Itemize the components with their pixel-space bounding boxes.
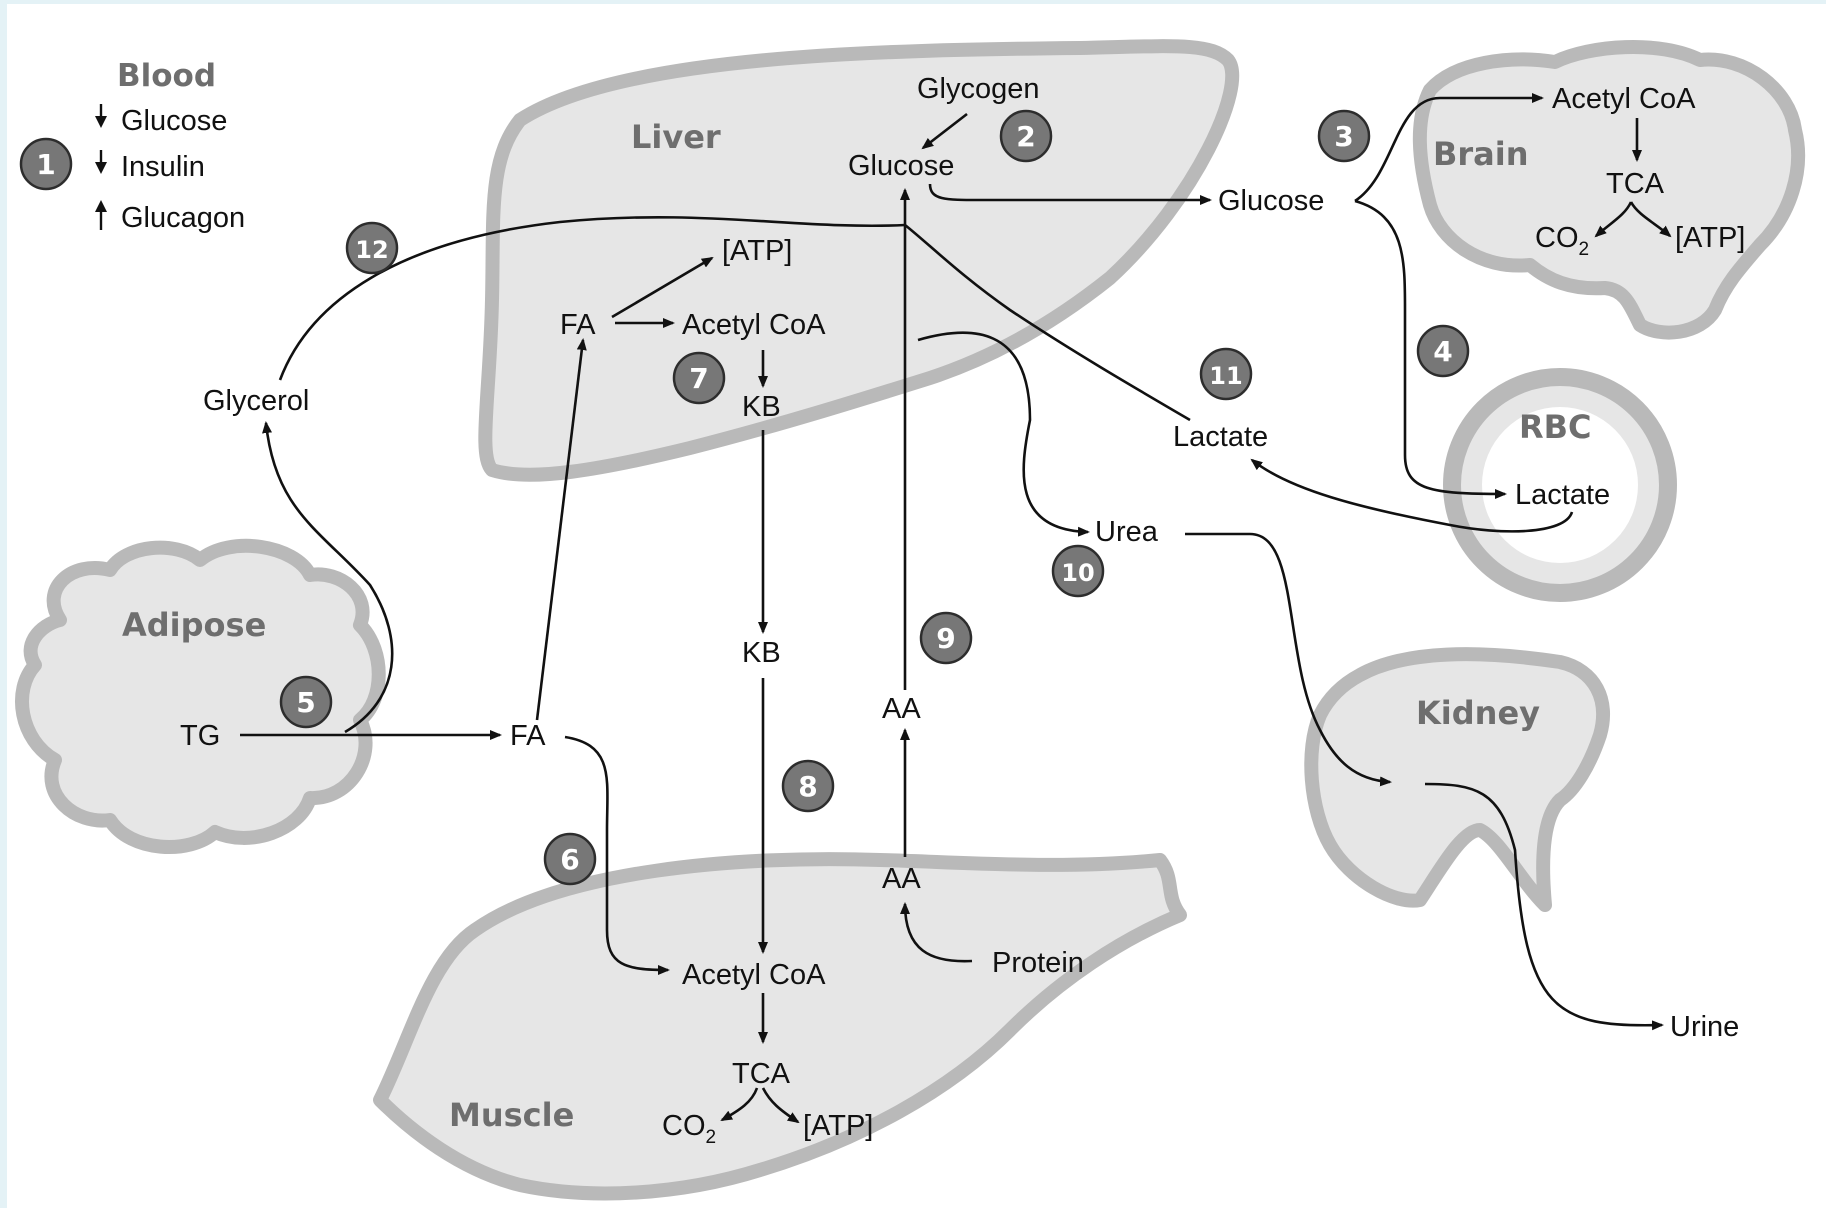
step-badge: 6 (543, 832, 597, 886)
step-badge: 9 (919, 611, 973, 665)
step-number: 7 (689, 362, 708, 395)
brain-co2-text: CO (1535, 222, 1579, 254)
legend-step-badge: 1 (19, 137, 73, 191)
legend-step-number: 1 (36, 148, 55, 181)
liver-label: Liver (631, 118, 721, 156)
pathway-arrows (240, 93, 1672, 1124)
left-border (0, 0, 7, 1208)
step-number: 10 (1061, 559, 1094, 587)
arrow-up-icon (95, 200, 107, 230)
label-liver-atp: [ATP] (722, 235, 792, 267)
label-urea: Urea (1095, 516, 1159, 548)
label-liver-fa: FA (560, 309, 596, 341)
muscle-co2-text: CO (662, 1110, 706, 1142)
label-blood-fa: FA (510, 720, 546, 752)
label-muscle-acetyl-coa: Acetyl CoA (682, 959, 826, 991)
step-number: 12 (355, 236, 388, 264)
arrow-down-icon (95, 150, 107, 174)
label-brain-tca: TCA (1606, 168, 1665, 200)
step-badge: 5 (279, 675, 333, 729)
legend-item: Glucose (121, 105, 227, 137)
step-number: 2 (1016, 120, 1035, 153)
step-number: 11 (1209, 362, 1242, 390)
label-brain-acetyl-coa: Acetyl CoA (1552, 83, 1696, 115)
legend-item: Insulin (121, 151, 205, 183)
step-badge: 10 (1051, 544, 1105, 598)
top-border (0, 0, 1826, 4)
adipose-label: Adipose (122, 606, 266, 644)
step-number: 6 (560, 843, 579, 876)
adipose-shape (15, 538, 386, 854)
step-number: 9 (936, 622, 955, 655)
step-number: 3 (1334, 120, 1353, 153)
step-badge: 12 (345, 221, 399, 275)
label-muscle-tca: TCA (732, 1058, 791, 1090)
brain-co2-subscript: 2 (1579, 239, 1590, 260)
label-liver-glucose: Glucose (848, 150, 954, 182)
step-number: 8 (798, 770, 817, 803)
label-muscle-co2: CO2 (662, 1110, 716, 1148)
label-blood-glucose: Glucose (1218, 185, 1324, 217)
step-badge: 11 (1199, 347, 1253, 401)
label-glycogen: Glycogen (917, 73, 1040, 105)
rbc-center (1482, 407, 1638, 563)
muscle-shape (373, 852, 1187, 1201)
step-badge: 4 (1416, 324, 1470, 378)
label-glycerol: Glycerol (203, 385, 309, 417)
arrow-down-icon (95, 104, 107, 128)
step-badge: 3 (1317, 109, 1371, 163)
label-blood-kb: KB (742, 637, 781, 669)
kidney-shape (1304, 647, 1611, 912)
label-blood-lactate: Lactate (1173, 421, 1268, 453)
label-tg: TG (180, 720, 220, 752)
step-number: 4 (1433, 335, 1452, 368)
brain-label: Brain (1433, 135, 1529, 173)
kidney-label: Kidney (1416, 694, 1540, 732)
label-protein: Protein (992, 947, 1084, 979)
label-urine: Urine (1670, 1011, 1739, 1043)
label-brain-atp: [ATP] (1675, 222, 1745, 254)
step-badge: 8 (781, 759, 835, 813)
muscle-co2-subscript: 2 (706, 1127, 717, 1148)
legend-item: Glucagon (121, 202, 245, 234)
rbc-label: RBC (1519, 408, 1592, 446)
brain-shape (1412, 40, 1805, 340)
label-liver-kb: KB (742, 391, 781, 423)
label-muscle-aa: AA (882, 863, 921, 895)
label-brain-co2: CO2 (1535, 222, 1589, 260)
label-rbc-lactate: Lactate (1515, 479, 1610, 511)
step-badge: 7 (672, 351, 726, 405)
step-badge: 2 (999, 109, 1053, 163)
legend-heading: Blood (117, 58, 216, 94)
label-liver-acetyl-coa: Acetyl CoA (682, 309, 826, 341)
step-number: 5 (296, 686, 315, 719)
muscle-label: Muscle (449, 1096, 574, 1134)
label-blood-aa: AA (882, 693, 921, 725)
label-muscle-atp: [ATP] (803, 1110, 873, 1142)
